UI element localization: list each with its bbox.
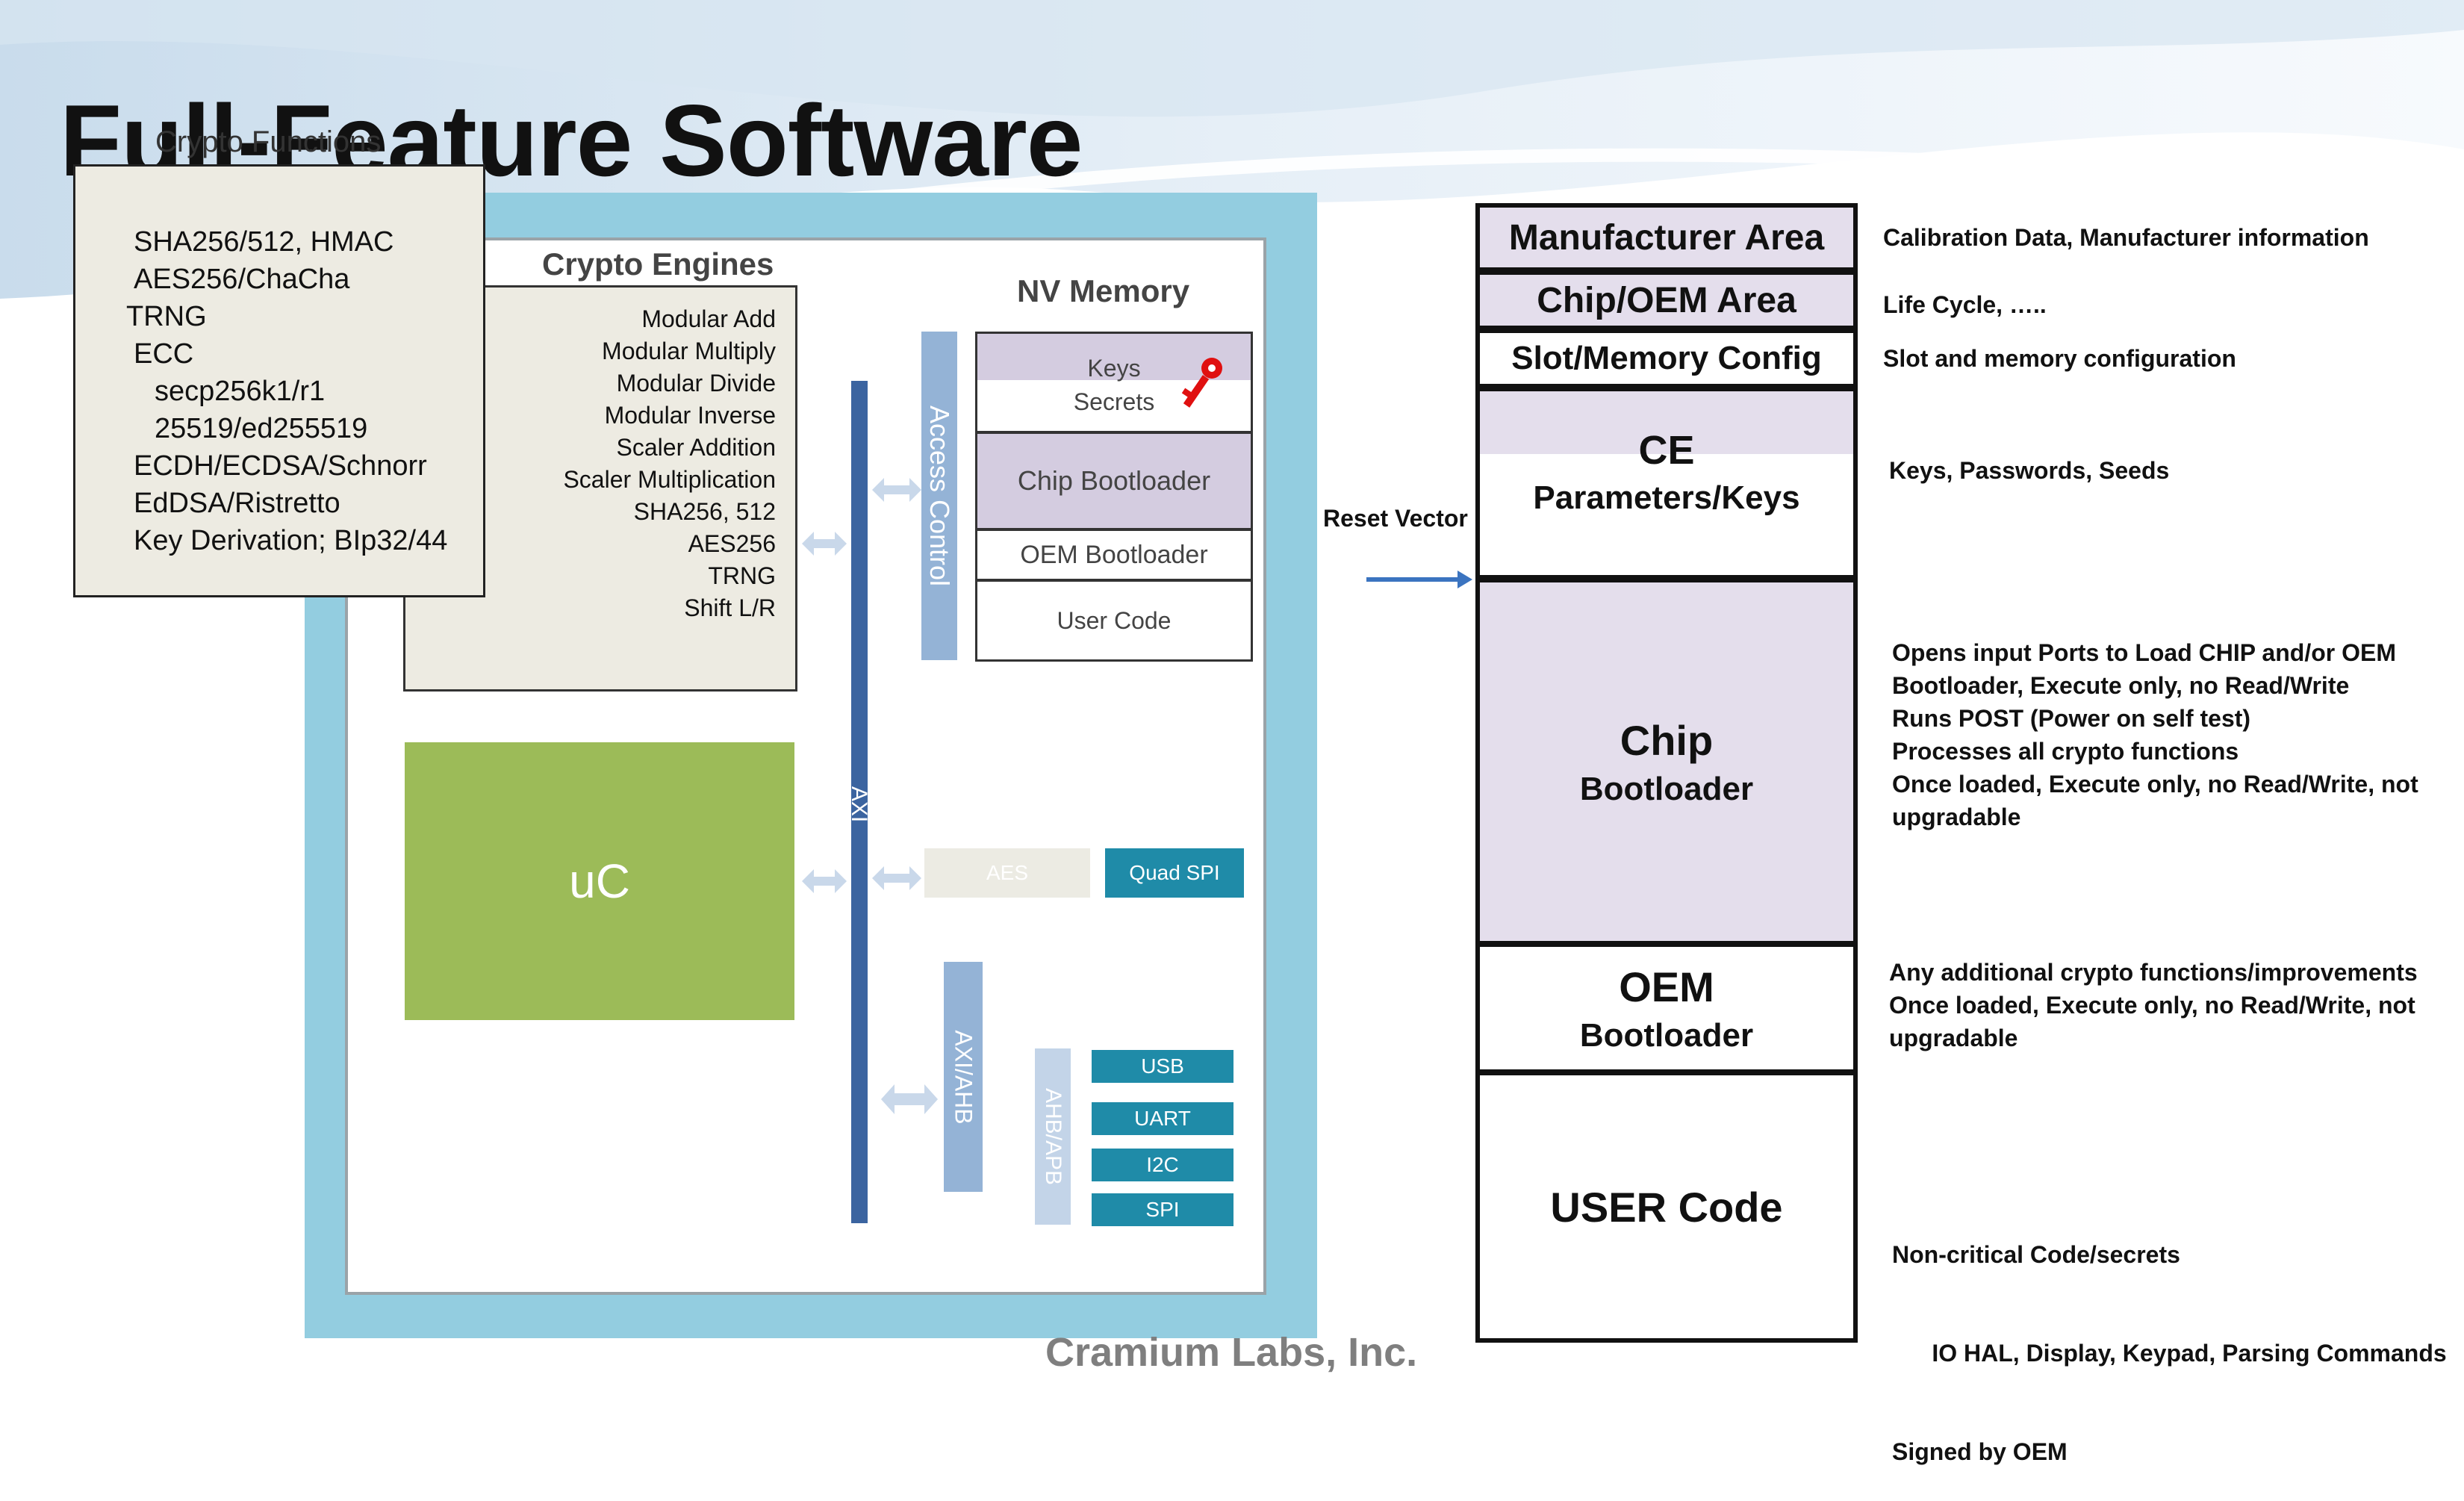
crypto-engine-item: Scaler Multiplication [563, 466, 776, 493]
arrow-head-icon [1457, 571, 1472, 588]
slot-description: Slot and memory configuration [1883, 345, 2236, 372]
oem-bootloader-label: Bootloader [1579, 1016, 1754, 1054]
crypto-function-item: ECC [134, 338, 194, 370]
oem-bootloader-cell: OEM Bootloader [1475, 942, 1858, 1074]
crypto-function-item: ECDH/ECDSA/Schnorr [134, 450, 427, 482]
description-line: IO HAL, Display, Keypad, Parsing Command… [1892, 1340, 2447, 1367]
axi-bus-label: AXI [847, 786, 871, 823]
crypto-function-item: EdDSA/Ristretto [134, 488, 340, 519]
crypto-engine-item: TRNG [708, 562, 776, 589]
usb-block: USB [1092, 1050, 1233, 1083]
axi-bus-bar [851, 381, 868, 1223]
crypto-engine-item: Modular Add [641, 305, 776, 332]
nv-memory-label: NV Memory [1017, 273, 1190, 308]
key-icon [1181, 358, 1222, 408]
axi-ahb-bar: AXI/AHB [944, 962, 983, 1192]
nv-user-code-cell: User Code [975, 579, 1253, 662]
crypto-function-item: secp256k1/r1 [155, 376, 326, 407]
description-line: Signed by OEM [1892, 1438, 2068, 1465]
quad-spi-block: Quad SPI [1105, 848, 1244, 898]
description-line: Once loaded, Execute only, no Read/Write… [1892, 771, 2418, 798]
description-line: Processes all crypto functions [1892, 738, 2239, 765]
access-control-bar: Access Control [921, 332, 957, 660]
crypto-function-item: SHA256/512, HMAC [134, 226, 394, 258]
chip-label: Chip [1620, 716, 1714, 764]
parameters-keys-label: Parameters/Keys [1533, 479, 1800, 516]
nv-oem-bootloader-cell: OEM Bootloader [975, 529, 1253, 581]
description-line: Runs POST (Power on self test) [1892, 705, 2251, 732]
user-code-cell: USER Code [1475, 1071, 1858, 1343]
reset-vector-label: Reset Vector [1323, 505, 1468, 532]
crypto-engine-item: Modular Inverse [604, 402, 776, 429]
ahb-apb-label: AHB/APB [1041, 1087, 1065, 1186]
crypto-function-item: Key Derivation; BIp32/44 [134, 525, 448, 556]
crypto-engine-item: Modular Multiply [602, 338, 776, 364]
nv-secrets-label: Secrets [1073, 388, 1155, 415]
crypto-function-item: TRNG [126, 301, 207, 332]
microcontroller-block: uC [405, 742, 794, 1020]
manufacturer-area-cell: Manufacturer Area [1475, 203, 1858, 272]
ahb-apb-bar: AHB/APB [1035, 1048, 1071, 1225]
description-line: Opens input Ports to Load CHIP and/or OE… [1892, 639, 2396, 666]
crypto-engine-item: SHA256, 512 [633, 498, 776, 525]
nv-keys-secrets-cell: Keys Secrets [975, 332, 1253, 433]
chip-bootloader-label: Bootloader [1579, 770, 1754, 807]
nv-keys-label: Keys [1087, 355, 1141, 382]
access-control-label: Access Control [924, 405, 955, 587]
slot-memory-config-cell: Slot/Memory Config [1475, 329, 1858, 388]
crypto-function-item: AES256/ChaCha [134, 264, 350, 295]
oem-bootloader-description: Any additional crypto functions/improvem… [1889, 956, 2418, 1054]
axi-ahb-label: AXI/AHB [950, 1029, 977, 1125]
aes-block: AES [924, 848, 1090, 898]
user-code-description: Non-critical Code/secrets IO HAL, Displa… [1892, 1172, 2447, 1501]
crypto-engines-label: Crypto Engines [542, 246, 774, 282]
crypto-functions-label: Crypto Functions [155, 125, 382, 158]
ce-description: Keys, Passwords, Seeds [1889, 457, 2170, 484]
crypto-engine-item: Shift L/R [684, 594, 776, 621]
crypto-functions-box: SHA256/512, HMAC AES256/ChaCha TRNG ECC … [73, 164, 485, 597]
crypto-engine-item: Scaler Addition [616, 434, 776, 461]
description-line: upgradable [1889, 1025, 2018, 1051]
description-line: Non-critical Code/secrets [1892, 1241, 2180, 1268]
description-line: Any additional crypto functions/improvem… [1889, 959, 2418, 986]
description-line: Bootloader, Execute only, no Read/Write [1892, 672, 2350, 699]
description-line: Once loaded, Execute only, no Read/Write… [1889, 992, 2415, 1019]
nv-chip-bootloader-cell: Chip Bootloader [975, 432, 1253, 530]
chip-bootloader-description: Opens input Ports to Load CHIP and/or OE… [1892, 636, 2418, 833]
chip-bootloader-cell: Chip Bootloader [1475, 578, 1858, 945]
description-line: upgradable [1892, 804, 2021, 830]
spi-block: SPI [1092, 1193, 1233, 1226]
ce-parameters-keys-cell: CE Parameters/Keys [1475, 387, 1858, 579]
chip-oem-description: Life Cycle, ….. [1883, 291, 2047, 318]
i2c-block: I2C [1092, 1149, 1233, 1181]
chip-oem-area-cell: Chip/OEM Area [1475, 270, 1858, 330]
manufacturer-description: Calibration Data, Manufacturer informati… [1883, 224, 2369, 251]
crypto-function-item: 25519/ed255519 [155, 413, 368, 444]
ce-label: CE [1638, 428, 1695, 473]
uart-block: UART [1092, 1102, 1233, 1135]
company-footer: Cramium Labs, Inc. [1045, 1330, 1418, 1375]
crypto-engine-item: Modular Divide [616, 370, 776, 397]
ce-highlight [1480, 391, 1853, 454]
crypto-engine-item: AES256 [688, 530, 776, 557]
oem-label: OEM [1619, 963, 1714, 1010]
